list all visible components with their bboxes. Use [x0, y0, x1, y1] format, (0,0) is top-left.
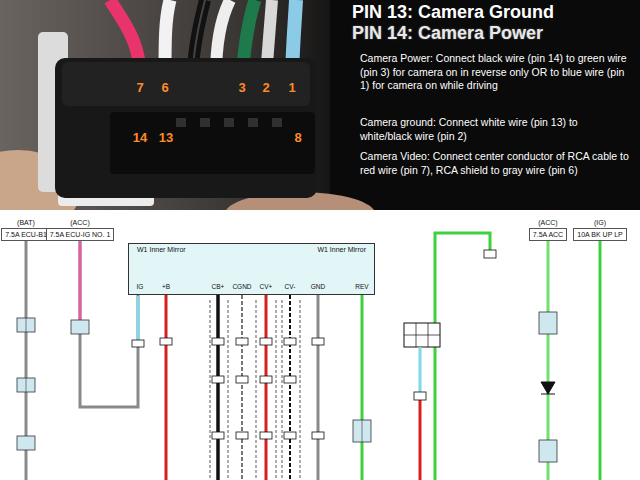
- instruction-note: Camera ground: Connect white wire (pin 1…: [360, 116, 632, 143]
- text-panel: [330, 0, 640, 210]
- pin-name: REV: [355, 283, 368, 291]
- pin-number: 14: [133, 130, 147, 147]
- terminal-slots: [176, 118, 282, 127]
- fuse-label: 7.5A ECU-B1: [5, 230, 47, 239]
- connector-tag: [414, 392, 426, 400]
- pin-name: CV+: [260, 283, 273, 291]
- wire: [419, 400, 422, 480]
- pin-name: CB+: [212, 283, 225, 291]
- pin-number: 3: [238, 80, 245, 97]
- pin-heading: PIN 13: Camera Ground: [352, 1, 554, 24]
- pin-number: 2: [262, 80, 269, 97]
- power-source-label: (ACC): [538, 218, 557, 227]
- component-name: W1 Inner Mirror: [317, 246, 366, 253]
- connector-housing: [55, 58, 317, 198]
- fuse-label: 7.5A ECU-IG NO. 1: [50, 230, 111, 239]
- fuse-box: (IG)10A BK UP LP: [573, 228, 626, 241]
- wire: [166, 295, 362, 480]
- shield-line: [210, 300, 300, 480]
- fuse-box: (BAT)7.5A ECU-B1: [1, 228, 51, 241]
- pin-name: GND: [311, 283, 325, 291]
- pin-name: CV-: [285, 283, 296, 291]
- junction-connector: [71, 320, 144, 347]
- wire: [599, 240, 602, 480]
- wire: [435, 233, 490, 480]
- junction-connector: [17, 318, 35, 450]
- instruction-note: Camera Power: Connect black wire (pin 14…: [360, 52, 632, 93]
- fuse-box: (ACC)7.5A ACC: [529, 228, 567, 241]
- connector-housing: [62, 62, 310, 106]
- junction-connector: [539, 312, 557, 462]
- pin-number: 6: [161, 80, 168, 97]
- connector-face: [110, 112, 315, 174]
- wire: [137, 296, 140, 340]
- diode-symbol: [541, 382, 555, 394]
- wire: [79, 242, 82, 320]
- switch-symbol: [404, 323, 440, 347]
- fuse-label: 10A BK UP LP: [577, 230, 622, 239]
- power-source-label: (ACC): [70, 218, 89, 227]
- pin-number: 13: [159, 130, 173, 147]
- connector-tag: [484, 250, 496, 258]
- power-source-label: (BAT): [17, 218, 35, 227]
- pin-heading: PIN 14: Camera Power: [352, 22, 543, 45]
- pin-number: 1: [288, 80, 295, 97]
- pin-name: +B: [162, 283, 170, 291]
- junction-connector: [353, 420, 371, 442]
- photo-background: [0, 0, 340, 210]
- fuse-box: (ACC)7.5A ECU-IG NO. 1: [46, 228, 115, 241]
- pin-number: 7: [136, 80, 143, 97]
- instruction-note: Camera Video: Connect center conductor o…: [360, 150, 632, 177]
- pin-name: CGND: [232, 283, 251, 291]
- pin-name: IG: [137, 283, 144, 291]
- pin-number: 8: [294, 130, 301, 147]
- connector-tag: [160, 338, 324, 439]
- power-source-label: (IG): [594, 218, 606, 227]
- fuse-label: 7.5A ACC: [533, 230, 563, 239]
- diagram-background: [0, 210, 640, 480]
- component-name: W1 Inner Mirror: [137, 246, 186, 253]
